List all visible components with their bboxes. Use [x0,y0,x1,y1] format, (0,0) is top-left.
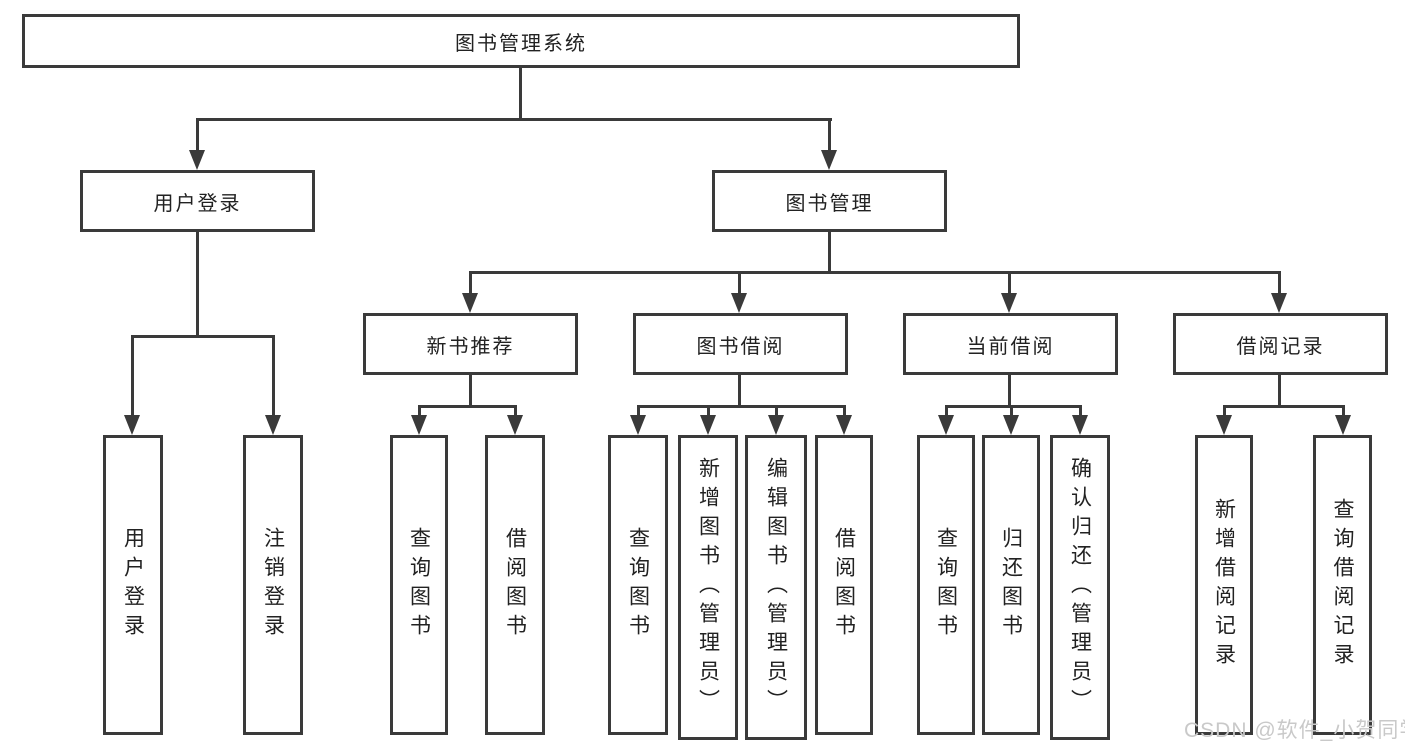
connector-manage-stem [828,232,831,274]
node-user-login: 用户登录 [80,170,315,232]
node-leaf-add-borrow-record: 新增借阅记录 [1195,435,1253,735]
node-leaf-query-books: 查询图书 [608,435,668,735]
arrowhead-icon [1072,415,1088,435]
arrowhead-icon [462,293,478,313]
arrowhead-icon [1335,415,1351,435]
connector-drop [1010,405,1013,417]
connector-drop [1342,405,1345,417]
node-label: 确认归还（管理员） [1068,457,1092,718]
node-leaf-add-book-admin: 新增图书（管理员） [678,435,738,740]
connector-borrow-stem [738,375,741,408]
arrowhead-icon [731,293,747,313]
node-leaf-borrow-books: 借阅图书 [815,435,873,735]
connector-drop [1278,271,1281,295]
arrowhead-icon [700,415,716,435]
arrowhead-icon [836,415,852,435]
node-label: 当前借阅 [966,335,1055,358]
arrowhead-icon [265,415,281,435]
arrowhead-icon [124,415,140,435]
connector-drop [418,405,421,417]
node-book-borrow: 图书借阅 [633,313,848,375]
connector-drop [131,335,134,417]
connector-drop [1008,271,1011,295]
node-leaf-return-books: 归还图书 [982,435,1040,735]
connector-recommend-stem [469,375,472,408]
connector-drop [469,271,472,295]
connector-drop-login [196,118,199,154]
node-label: 新增借阅记录 [1212,498,1236,672]
arrowhead-icon [938,415,954,435]
connector-drop [738,271,741,295]
node-borrow-record: 借阅记录 [1173,313,1388,375]
node-leaf-user-login: 用户登录 [103,435,163,735]
connector-login-rail [131,335,275,338]
node-leaf-borrow-books: 借阅图书 [485,435,545,735]
node-label: 查询借阅记录 [1331,498,1354,672]
node-leaf-edit-book-admin: 编辑图书（管理员） [745,435,807,740]
arrowhead-icon [1271,293,1287,313]
connector-drop [637,405,640,417]
connector-drop [1223,405,1226,417]
arrowhead-icon [189,150,205,170]
node-label: 查询图书 [934,527,958,643]
node-label: 新书推荐 [426,335,515,358]
node-leaf-logout: 注销登录 [243,435,303,735]
arrowhead-icon [1216,415,1232,435]
connector-drop [775,405,778,417]
connector-root-rail [196,118,832,121]
node-leaf-query-books: 查询图书 [917,435,975,735]
node-label: 用户登录 [121,527,145,643]
node-leaf-query-borrow-record: 查询借阅记录 [1313,435,1372,735]
node-label: 新增图书（管理员） [696,457,720,718]
node-new-book-recommend: 新书推荐 [363,313,578,375]
node-leaf-confirm-return-admin: 确认归还（管理员） [1050,435,1110,740]
connector-current-stem [1008,375,1011,408]
arrowhead-icon [1001,293,1017,313]
csdn-watermark: CSDN @软件_小贺同学 [1184,719,1405,742]
connector-drop [945,405,948,417]
node-label: 借阅图书 [832,527,856,643]
connector-drop [707,405,710,417]
node-label: 借阅记录 [1236,335,1325,358]
connector-record-stem [1278,375,1281,408]
connector-drop [1079,405,1082,417]
node-label: 查询图书 [626,527,650,643]
connector-recommend-rail [418,405,517,408]
connector-root-stem [519,68,522,120]
node-label: 用户登录 [153,192,242,215]
arrowhead-icon [821,150,837,170]
node-label: 编辑图书（管理员） [764,457,788,718]
connector-record-rail [1223,405,1345,408]
arrowhead-icon [411,415,427,435]
node-book-manage: 图书管理 [712,170,947,232]
connector-drop [514,405,517,417]
node-current-borrow: 当前借阅 [903,313,1118,375]
node-label: 图书管理 [785,192,874,215]
node-label: 图书借阅 [696,335,785,358]
connector-drop [843,405,846,417]
node-label: 借阅图书 [503,527,527,643]
connector-borrow-rail [637,405,846,408]
node-label: 归还图书 [999,527,1023,643]
node-label: 查询图书 [407,527,431,643]
connector-current-rail [945,405,1082,408]
connector-drop-manage [828,118,831,154]
connector-login-stem [196,232,199,338]
node-label: 注销登录 [261,527,285,643]
arrowhead-icon [1003,415,1019,435]
node-root-system: 图书管理系统 [22,14,1020,68]
node-leaf-query-books: 查询图书 [390,435,448,735]
node-label: 图书管理系统 [455,32,587,55]
connector-manage-rail [469,271,1281,274]
arrowhead-icon [507,415,523,435]
arrowhead-icon [768,415,784,435]
arrowhead-icon [630,415,646,435]
connector-drop [272,335,275,417]
